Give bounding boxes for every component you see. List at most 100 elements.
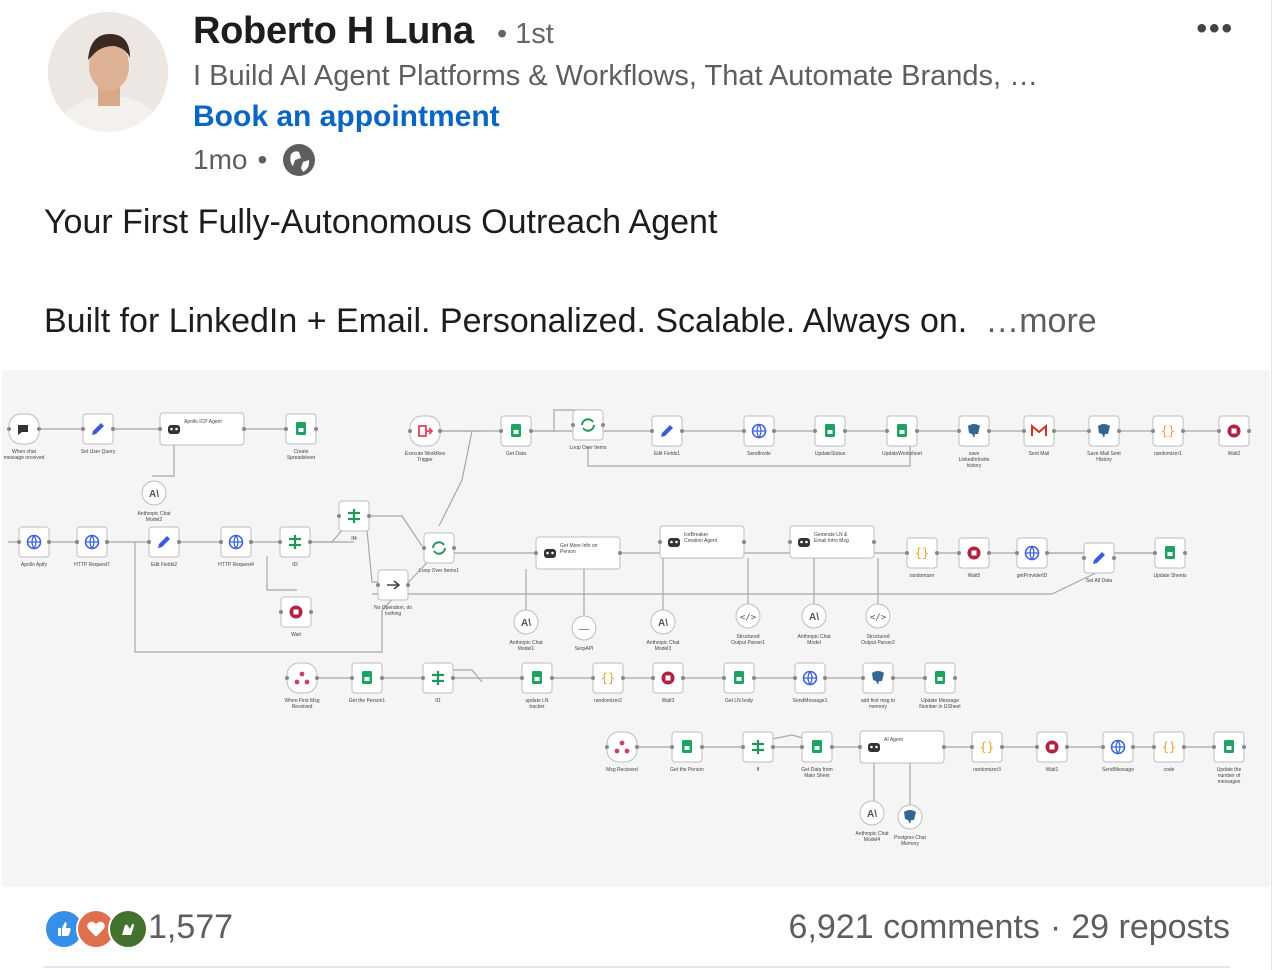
author-name[interactable]: Roberto H Luna bbox=[193, 10, 474, 52]
node-label: Anthropic Chat bbox=[137, 511, 171, 517]
workflow-node: —SerpAPI bbox=[571, 615, 597, 652]
workflow-node: Wait5 bbox=[957, 537, 991, 579]
workflow-node: If2 bbox=[278, 526, 312, 568]
reposts-link[interactable]: 29 reposts bbox=[1071, 908, 1230, 946]
node-label: SendInvite bbox=[747, 451, 771, 457]
workflow-node: Sent Mail bbox=[1022, 415, 1056, 457]
node-label: Postgres Chat bbox=[894, 835, 926, 841]
workflow-node: {}randomizer1 bbox=[1151, 415, 1185, 457]
node-label: Creation Agent bbox=[684, 538, 718, 544]
workflow-connector bbox=[152, 440, 175, 477]
svg-text:{}: {} bbox=[1162, 740, 1176, 754]
node-label: Structured bbox=[736, 634, 759, 640]
node-label: Loop Over Items bbox=[570, 445, 607, 451]
node-label: UpdateStatus bbox=[815, 451, 846, 457]
workflow-node: {} code bbox=[1152, 731, 1186, 773]
post-text-line1: Your First Fully-Autonomous Outreach Age… bbox=[44, 203, 718, 241]
node-label: code bbox=[1164, 767, 1175, 773]
node-label: Loop Over Items1 bbox=[419, 568, 459, 574]
node-label: UpdateWorksheet bbox=[882, 451, 923, 457]
workflow-node: getProviderID bbox=[1015, 537, 1049, 579]
node-label: Execute Workflow bbox=[405, 451, 445, 457]
svg-text:{}: {} bbox=[1161, 424, 1175, 438]
workflow-node: Set User Query bbox=[81, 413, 116, 455]
workflow-node: Edit Fields2 bbox=[147, 526, 181, 568]
workflow-node: Get the Person bbox=[670, 731, 704, 773]
node-label: If2 bbox=[292, 562, 298, 568]
globe-icon bbox=[281, 142, 317, 178]
svg-text:{}: {} bbox=[601, 671, 615, 685]
node-label: HTTP Request4 bbox=[218, 562, 254, 568]
workflow-node: SendMessage1 bbox=[793, 662, 828, 704]
workflow-connector bbox=[438, 430, 473, 527]
svg-text:A\: A\ bbox=[521, 618, 531, 629]
node-label: When First Msg bbox=[284, 698, 319, 704]
reaction-count: 1,577 bbox=[148, 907, 234, 946]
node-label: Update Message bbox=[921, 698, 959, 704]
workflow-node: Wait2 bbox=[1217, 415, 1251, 457]
node-label: Generate LN & bbox=[814, 532, 848, 538]
reactions-summary[interactable]: 1,577 bbox=[44, 905, 233, 949]
svg-text:A\: A\ bbox=[658, 618, 668, 629]
node-label: nothing bbox=[385, 611, 402, 617]
node-label: Get the Person bbox=[670, 767, 704, 773]
node-label: Model1 bbox=[518, 646, 535, 652]
node-label: SendMessage1 bbox=[793, 698, 828, 704]
comments-link[interactable]: 6,921 comments bbox=[788, 908, 1040, 946]
post-meta: 1mo • bbox=[193, 142, 317, 178]
author-headline: I Build AI Agent Platforms & Workflows, … bbox=[193, 60, 1039, 92]
workflow-node: Edit Fields1 bbox=[650, 415, 684, 457]
svg-text:—: — bbox=[579, 624, 589, 635]
workflow-connector bbox=[266, 556, 297, 591]
node-label: Set User Query bbox=[81, 449, 116, 455]
svg-text:A\: A\ bbox=[809, 612, 819, 623]
node-label: history bbox=[967, 463, 982, 469]
workflow-node: Update Sheets bbox=[1153, 537, 1187, 579]
node-label: Edit Fields1 bbox=[654, 451, 680, 457]
see-more-link[interactable]: …more bbox=[985, 302, 1097, 340]
workflow-connector bbox=[372, 569, 1103, 595]
workflow-node: Generate LN &Email Intro Msg bbox=[788, 525, 876, 559]
svg-text:</>: </> bbox=[740, 613, 757, 623]
node-label: Get the Person1 bbox=[349, 698, 386, 704]
book-appointment-link[interactable]: Book an appointment bbox=[193, 100, 500, 133]
svg-text:{}: {} bbox=[915, 546, 929, 560]
node-label: Spreadsheet bbox=[287, 455, 316, 461]
meta-separator: • bbox=[257, 144, 268, 175]
node-label: Set All Data bbox=[1086, 578, 1112, 584]
workflow-connector bbox=[367, 515, 423, 547]
author-avatar[interactable] bbox=[48, 12, 168, 132]
node-label: Wait2 bbox=[1228, 451, 1241, 457]
post-time: 1mo bbox=[193, 144, 248, 175]
reaction-icons bbox=[44, 905, 148, 949]
node-label: Wait5 bbox=[968, 573, 981, 579]
node-label: Anthropic Chat bbox=[646, 640, 680, 646]
workflow-node: UpdateWorksheet bbox=[882, 415, 923, 457]
workflow-node: If1 bbox=[421, 662, 455, 704]
node-label: Structured bbox=[866, 634, 889, 640]
workflow-node: {}randomizer3 bbox=[970, 731, 1004, 773]
node-label: Main Sheet bbox=[804, 773, 830, 779]
node-label: HTTP Request7 bbox=[74, 562, 110, 568]
node-label: If bbox=[757, 767, 760, 773]
node-label: Get Data from bbox=[801, 767, 832, 773]
node-label: Apollo ICP Agent bbox=[184, 419, 222, 425]
node-label: LinkedInInvite bbox=[959, 457, 990, 463]
more-options-icon[interactable]: ••• bbox=[1196, 12, 1234, 45]
celebrate-icon bbox=[108, 909, 148, 949]
workflow-node: SendInvite bbox=[742, 415, 776, 457]
node-label: Person bbox=[560, 549, 576, 555]
node-label: Model bbox=[807, 640, 821, 646]
workflow-node: UpdateStatus bbox=[813, 415, 847, 457]
workflow-node: Wait bbox=[279, 596, 313, 638]
